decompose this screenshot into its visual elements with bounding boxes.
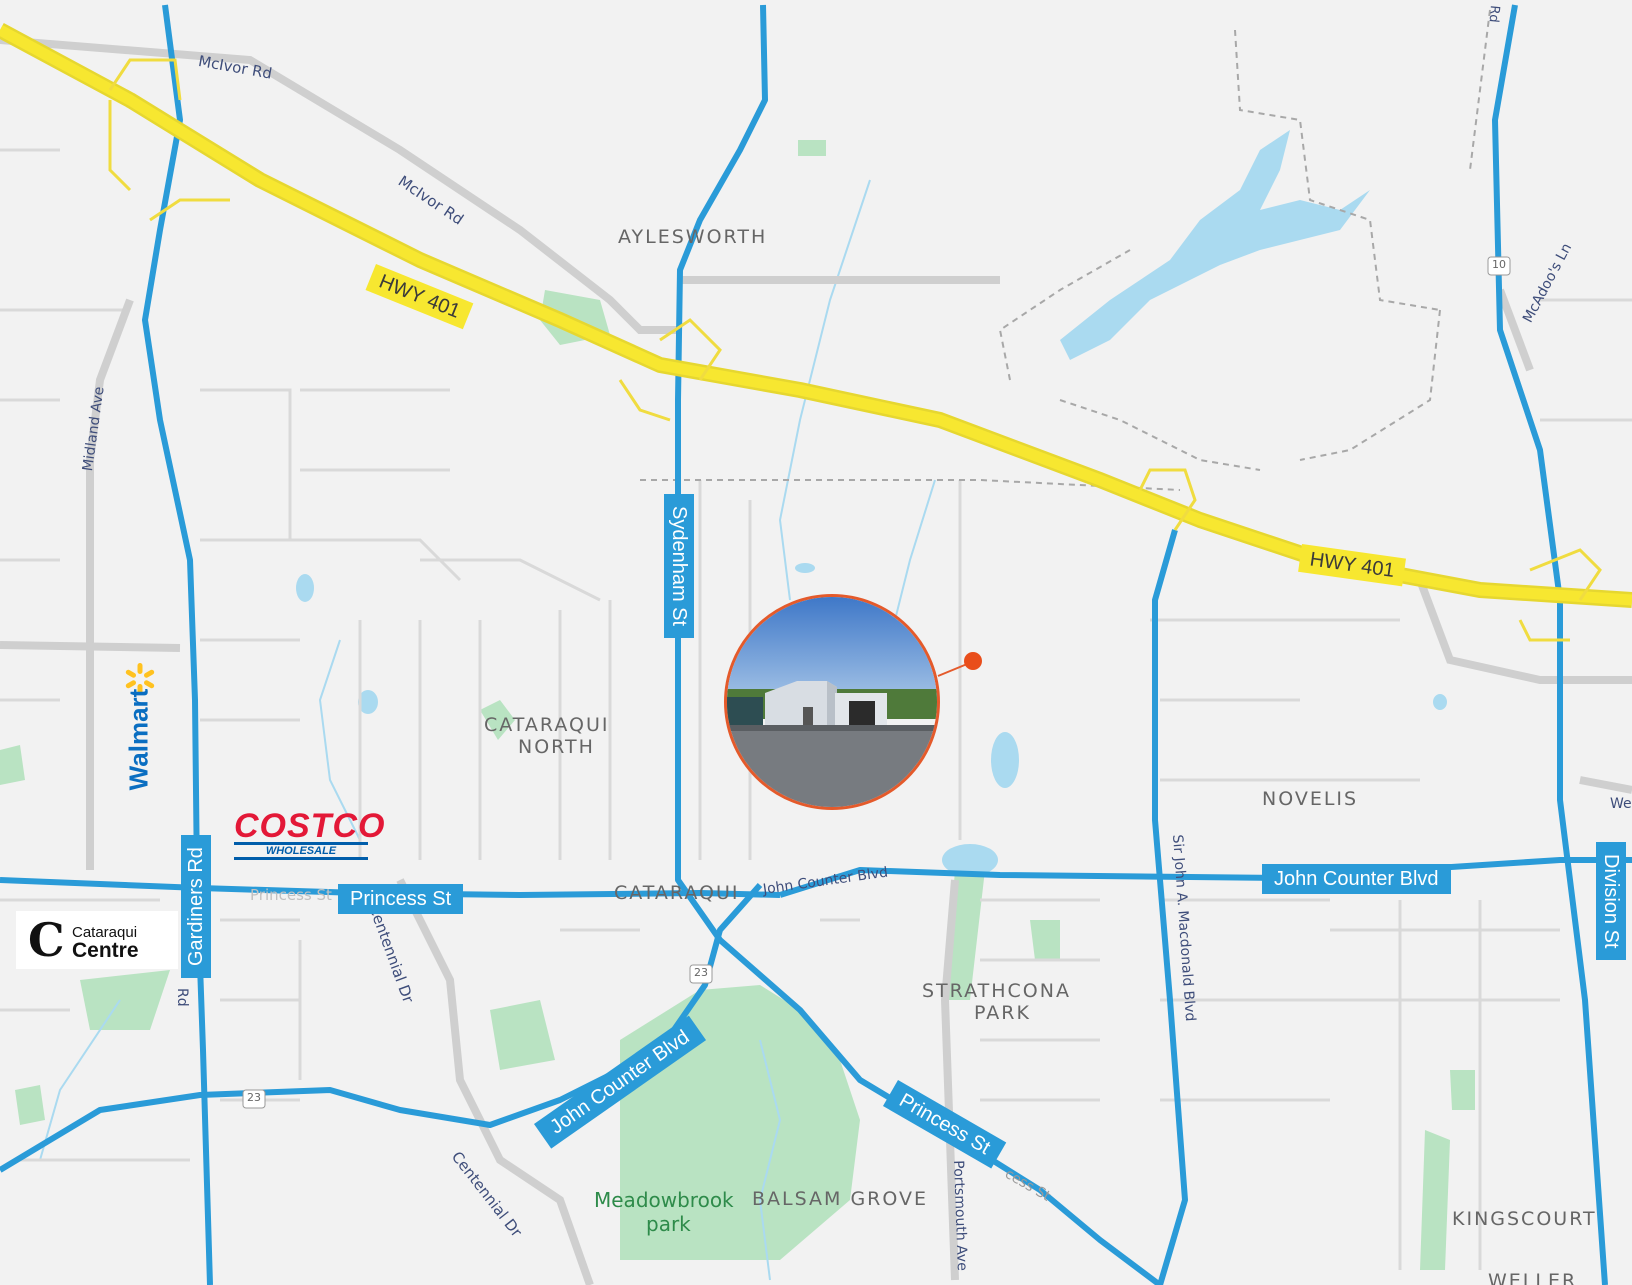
neighbourhood-label: PARK: [974, 1002, 1031, 1024]
pond: [942, 844, 998, 876]
division-st-line: [1492, 4, 1608, 1285]
street-label-rd: Rd: [1485, 4, 1502, 24]
john-counter-blvd-line: [779, 857, 1632, 898]
pond: [1433, 694, 1447, 710]
property-photo: [724, 594, 940, 810]
walmart-logo: Walmart: [123, 688, 154, 791]
trails: [640, 9, 1491, 491]
neighbourhood-label: STRATHCONA: [922, 980, 1071, 1002]
highway-401: [0, 22, 1632, 642]
park-area: [1450, 1070, 1475, 1110]
route-marker-23: 23: [694, 966, 708, 979]
pond: [795, 563, 815, 573]
neighbourhood-label: NOVELIS: [1262, 788, 1359, 810]
park-area: [0, 745, 25, 785]
park-area: [80, 970, 170, 1030]
route-marker-10: 10: [1492, 258, 1506, 271]
road-shield-gardiners: Gardiners Rd: [181, 835, 211, 978]
park-label: Meadowbrook: [594, 1188, 734, 1212]
pond: [296, 574, 314, 602]
location-pin-icon[interactable]: [964, 652, 982, 670]
neighbourhood-label: CATARAQUI: [614, 882, 740, 904]
neighbourhood-label: CATARAQUI: [484, 714, 610, 736]
neighbourhood-label: KINGSCOURT: [1452, 1208, 1597, 1230]
sir-john-a-line: [1152, 529, 1188, 1285]
neighbourhood-label: BALSAM GROVE: [752, 1188, 929, 1210]
pond: [991, 732, 1019, 788]
neighbourhood-label: NORTH: [518, 736, 595, 758]
neighbourhood-label: WELLER: [1488, 1270, 1578, 1285]
sydenham-princess-line: [675, 4, 1162, 1285]
secondary-roads: [0, 36, 1632, 1285]
lake: [1060, 130, 1370, 360]
cataraqui-centre-logo: C Cataraqui Centre: [16, 911, 178, 969]
road-shield-princess: Princess St: [338, 884, 464, 914]
park-area: [1420, 1130, 1450, 1270]
street-label-we: We: [1610, 796, 1632, 812]
neighbourhood-label: AYLESWORTH: [618, 226, 768, 248]
road-shield-division: Division St: [1596, 842, 1626, 961]
park-label: park: [646, 1212, 691, 1236]
street-label-gardiners: Rd: [174, 988, 190, 1007]
water-areas: [296, 130, 1447, 876]
walmart-spark-icon: [125, 663, 155, 695]
costco-logo: COSTCO WHOLESALE: [234, 807, 386, 860]
costco-logo-sub: WHOLESALE: [234, 842, 368, 860]
property-photo-image: [727, 597, 937, 807]
park-area: [1030, 920, 1060, 960]
pond: [358, 690, 378, 714]
park-area: [490, 1000, 555, 1070]
costco-logo-word: COSTCO: [234, 807, 386, 845]
street-label-princess: Princess St: [250, 886, 332, 904]
streams: [39, 179, 936, 1281]
cataraqui-centre-logo-bottom: Centre: [72, 939, 139, 962]
park-area: [798, 140, 826, 156]
park-area: [15, 1085, 45, 1125]
route-marker-23: 23: [247, 1091, 261, 1104]
cataraqui-centre-logo-top: Cataraqui: [72, 924, 138, 941]
road-shield-sydenham: Sydenham St: [664, 494, 694, 639]
route-markers: [242, 256, 1511, 1109]
park-area: [480, 700, 515, 740]
road-shield-john-counter: John Counter Blvd: [1262, 864, 1451, 894]
cataraqui-centre-mark-icon: C: [28, 913, 65, 967]
